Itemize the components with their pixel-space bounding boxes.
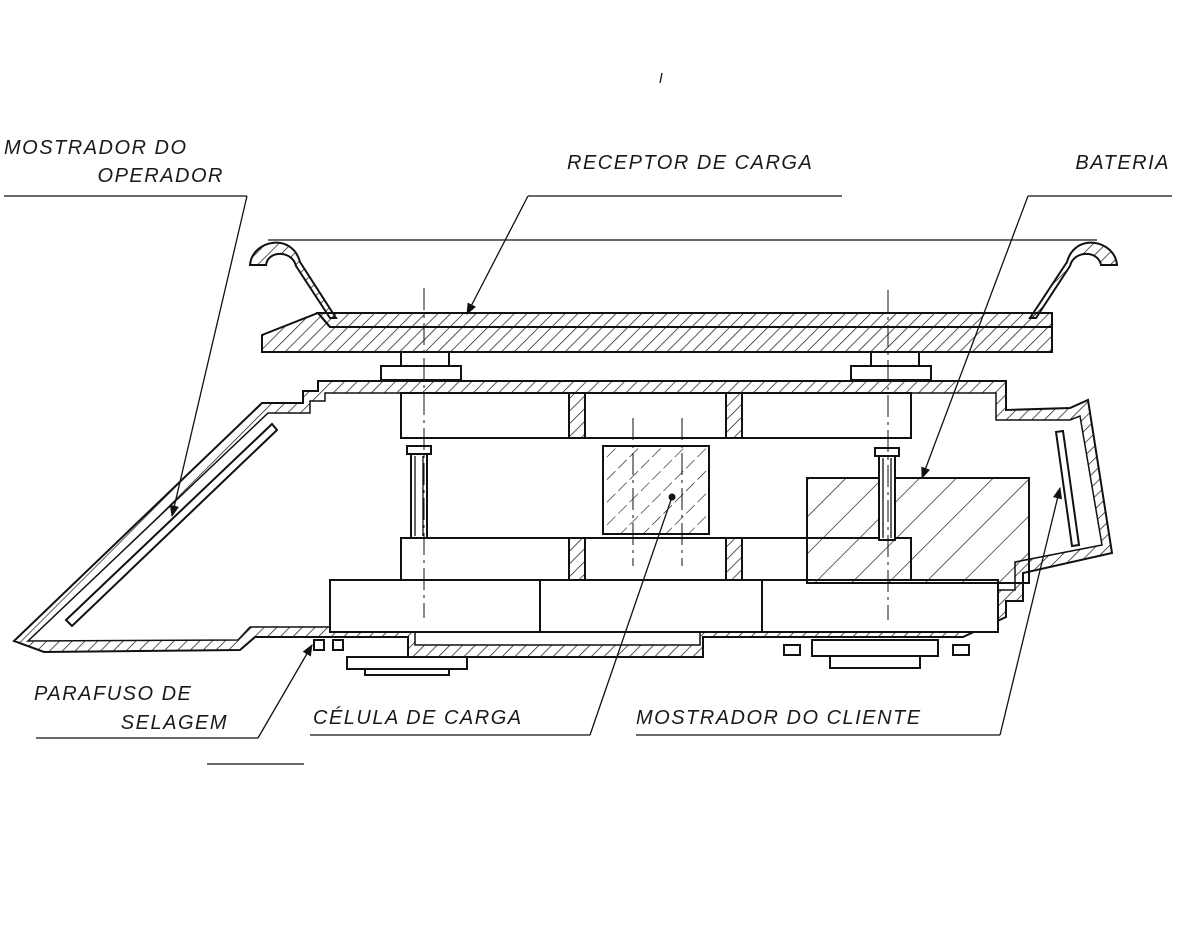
bolt-right xyxy=(874,447,900,541)
label-customer-display: MOSTRADOR DO CLIENTE xyxy=(636,707,922,729)
label-sealing-screw-line1: PARAFUSO DE xyxy=(34,683,192,705)
housing-feet xyxy=(313,639,970,676)
upper-beam xyxy=(400,392,912,439)
leader-lines xyxy=(4,195,1172,765)
centerlines xyxy=(423,288,889,620)
label-operator-display-line2: OPERADOR xyxy=(98,165,224,187)
base-blocks xyxy=(329,579,999,633)
battery-block xyxy=(806,477,1030,584)
label-operator-display-line1: MOSTRADOR DO xyxy=(4,137,188,159)
load-cell-block xyxy=(602,445,710,535)
bolt-left xyxy=(406,445,432,539)
label-sealing-screw-line2: SELAGEM xyxy=(121,712,228,734)
label-load-receptor: RECEPTOR DE CARGA xyxy=(567,152,813,174)
label-load-cell: CÉLULA DE CARGA xyxy=(313,706,523,729)
stray-mark xyxy=(659,72,663,84)
load-receptor-pan xyxy=(248,239,1119,353)
label-battery: BATERIA xyxy=(1075,152,1170,174)
pan-support-feet xyxy=(380,351,932,381)
